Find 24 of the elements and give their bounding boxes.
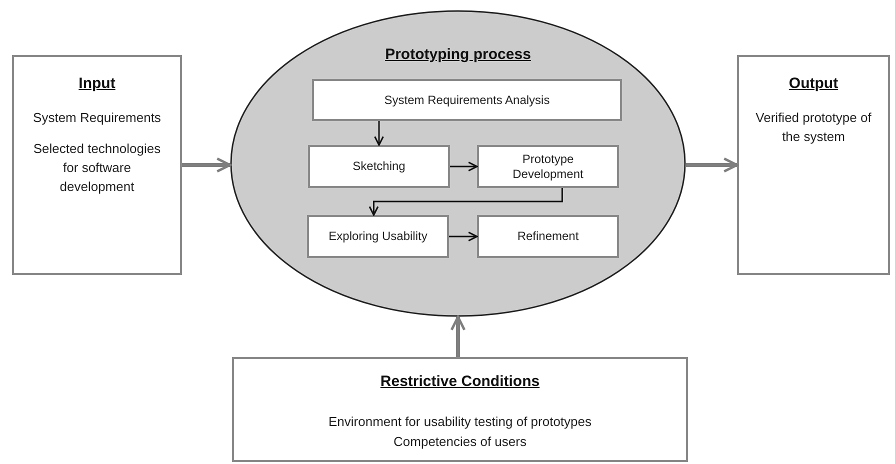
heading: Restrictive Conditions [380, 372, 540, 392]
side-box [12, 55, 182, 275]
process-box: Refinement [477, 215, 619, 258]
side-box [737, 55, 890, 275]
heading: Input [78, 74, 116, 94]
process-box: Exploring Usability [307, 215, 449, 258]
process-box: Prototype Development [477, 145, 619, 188]
arrow [450, 162, 478, 172]
heading: Output [788, 74, 838, 94]
process-box: Sketching [308, 145, 450, 188]
body-text: Verified prototype of the system [754, 108, 872, 146]
process-box: System Requirements Analysis [312, 79, 622, 121]
arrow [374, 121, 384, 146]
body-text: Environment for usability testing of prototypes [328, 412, 592, 431]
conditions-box [232, 357, 688, 462]
body-text: System Requirements [33, 108, 161, 126]
arrow [686, 157, 738, 173]
heading: Prototyping process [385, 45, 531, 65]
arrow [182, 157, 232, 173]
arrow [450, 316, 466, 357]
body-text: Selected technologies for software development [32, 140, 162, 196]
arrow [368, 188, 563, 216]
body-text: Competencies of users [394, 432, 526, 451]
arrow [449, 232, 478, 242]
